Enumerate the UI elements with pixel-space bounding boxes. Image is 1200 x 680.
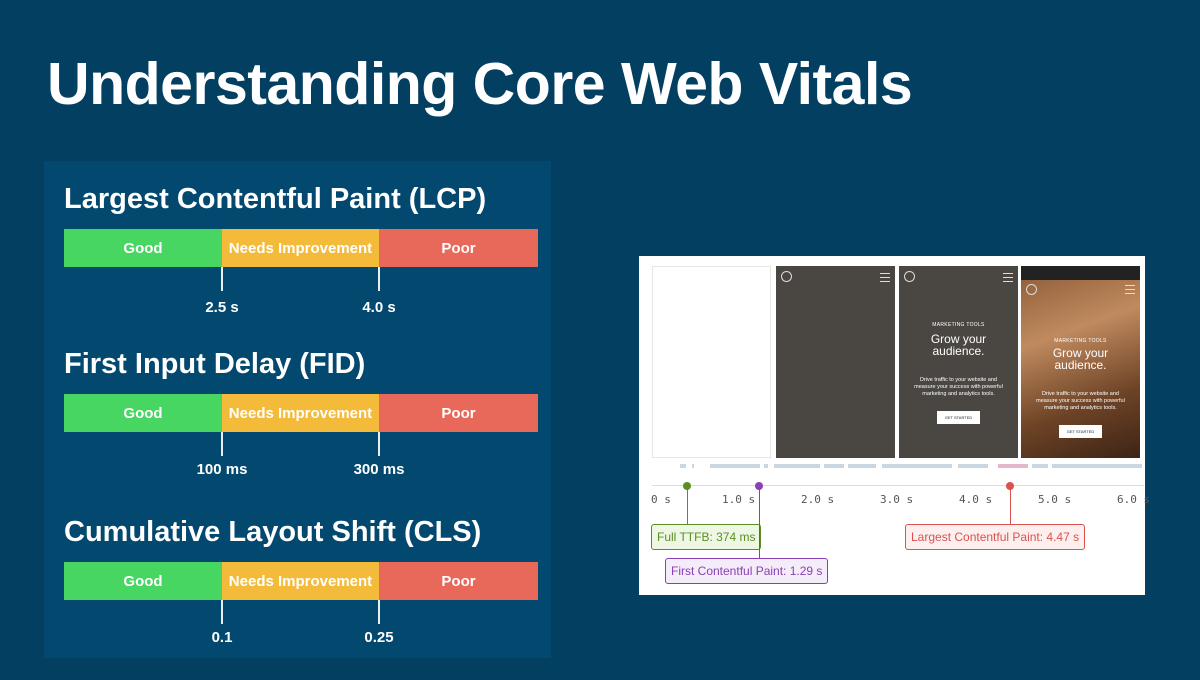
frame-body: Drive traffic to your website and measur… — [1036, 391, 1125, 411]
segment-needs-improvement: Needs Improvement — [222, 394, 379, 432]
timeline-axis-label: 6.0 s — [1117, 493, 1151, 506]
metrics-panel: Largest Contentful Paint (LCP) Good Need… — [44, 161, 551, 658]
threshold-bar: Good Needs Improvement Poor — [64, 562, 538, 600]
threshold-tick — [378, 600, 380, 624]
threshold-bar: Good Needs Improvement Poor — [64, 229, 538, 267]
threshold-tick — [378, 432, 380, 456]
timeline-axis-label: 4.0 s — [959, 493, 993, 506]
timeline-marker-line — [686, 486, 688, 524]
threshold-label: 0.1 — [211, 629, 233, 646]
threshold-tick — [221, 600, 223, 624]
filmstrip-screenshot: MARKETING TOOLS Grow your audience. Driv… — [639, 256, 1150, 595]
timeline-callout: First Contentful Paint: 1.29 s — [665, 558, 829, 584]
threshold-label: 0.25 — [364, 629, 394, 646]
segment-poor: Poor — [379, 394, 538, 432]
timeline-marker-line — [758, 486, 760, 558]
frame-kicker: MARKETING TOOLS — [1054, 338, 1107, 344]
filmstrip-frame-blank — [652, 266, 771, 458]
threshold-bar: Good Needs Improvement Poor — [64, 394, 538, 432]
metric-lcp: Largest Contentful Paint (LCP) Good Need… — [64, 183, 538, 316]
timeline-axis — [652, 485, 1144, 486]
metric-fid: First Input Delay (FID) Good Needs Impro… — [64, 348, 538, 478]
menu-icon — [880, 273, 890, 282]
menu-icon — [1003, 273, 1013, 282]
timeline-axis-label: 1.0 s — [722, 493, 756, 506]
timeline-marker-dot — [754, 482, 763, 490]
metric-title: Largest Contentful Paint (LCP) — [64, 183, 487, 215]
threshold-label: 300 ms — [353, 461, 405, 478]
timeline-axis-label: 2.0 s — [801, 493, 835, 506]
metric-title: Cumulative Layout Shift (CLS) — [64, 516, 482, 548]
metric-title: First Input Delay (FID) — [64, 348, 366, 380]
segment-poor: Poor — [379, 562, 538, 600]
filmstrip-frame-lcp: MARKETING TOOLS Grow your audience. Driv… — [1021, 266, 1140, 458]
menu-icon — [1125, 285, 1135, 294]
threshold-tick — [221, 267, 223, 291]
timeline-callout: Full TTFB: 374 ms — [651, 524, 762, 550]
threshold-tick — [378, 267, 380, 291]
segment-needs-improvement: Needs Improvement — [222, 562, 379, 600]
logo-icon — [781, 271, 792, 282]
logo-icon — [1026, 284, 1037, 295]
promo-banner — [1021, 266, 1140, 280]
page-title: Understanding Core Web Vitals — [47, 51, 913, 117]
frame-kicker: MARKETING TOOLS — [932, 322, 985, 328]
segment-needs-improvement: Needs Improvement — [222, 229, 379, 267]
frame-body: Drive traffic to your website and measur… — [914, 377, 1003, 397]
segment-good: Good — [64, 229, 222, 267]
timeline-marker-line — [1010, 486, 1012, 524]
threshold-label: 4.0 s — [362, 299, 396, 316]
frame-headline: Grow your audience. — [930, 332, 987, 358]
segment-poor: Poor — [379, 229, 538, 267]
request-waterfall — [652, 464, 1144, 468]
timeline-marker-dot — [1006, 482, 1015, 490]
segment-good: Good — [64, 562, 222, 600]
timeline-axis-label: 3.0 s — [880, 493, 914, 506]
timeline-callout: Largest Contentful Paint: 4.47 s — [905, 524, 1086, 550]
filmstrip-frame-text: MARKETING TOOLS Grow your audience. Driv… — [899, 266, 1018, 458]
timeline-axis-label: 0 s — [651, 493, 671, 506]
segment-good: Good — [64, 394, 222, 432]
timeline-marker-dot — [682, 482, 691, 490]
logo-icon — [904, 271, 915, 282]
threshold-label: 2.5 s — [205, 299, 239, 316]
threshold-tick — [221, 432, 223, 456]
metric-cls: Cumulative Layout Shift (CLS) Good Needs… — [64, 516, 538, 646]
frame-cta-button: GET STARTED — [1058, 425, 1103, 438]
filmstrip-frame-background — [776, 266, 895, 458]
frame-headline: Grow your audience. — [1052, 346, 1109, 372]
timeline-axis-label: 5.0 s — [1038, 493, 1072, 506]
threshold-label: 100 ms — [196, 461, 248, 478]
frame-cta-button: GET STARTED — [936, 411, 981, 424]
